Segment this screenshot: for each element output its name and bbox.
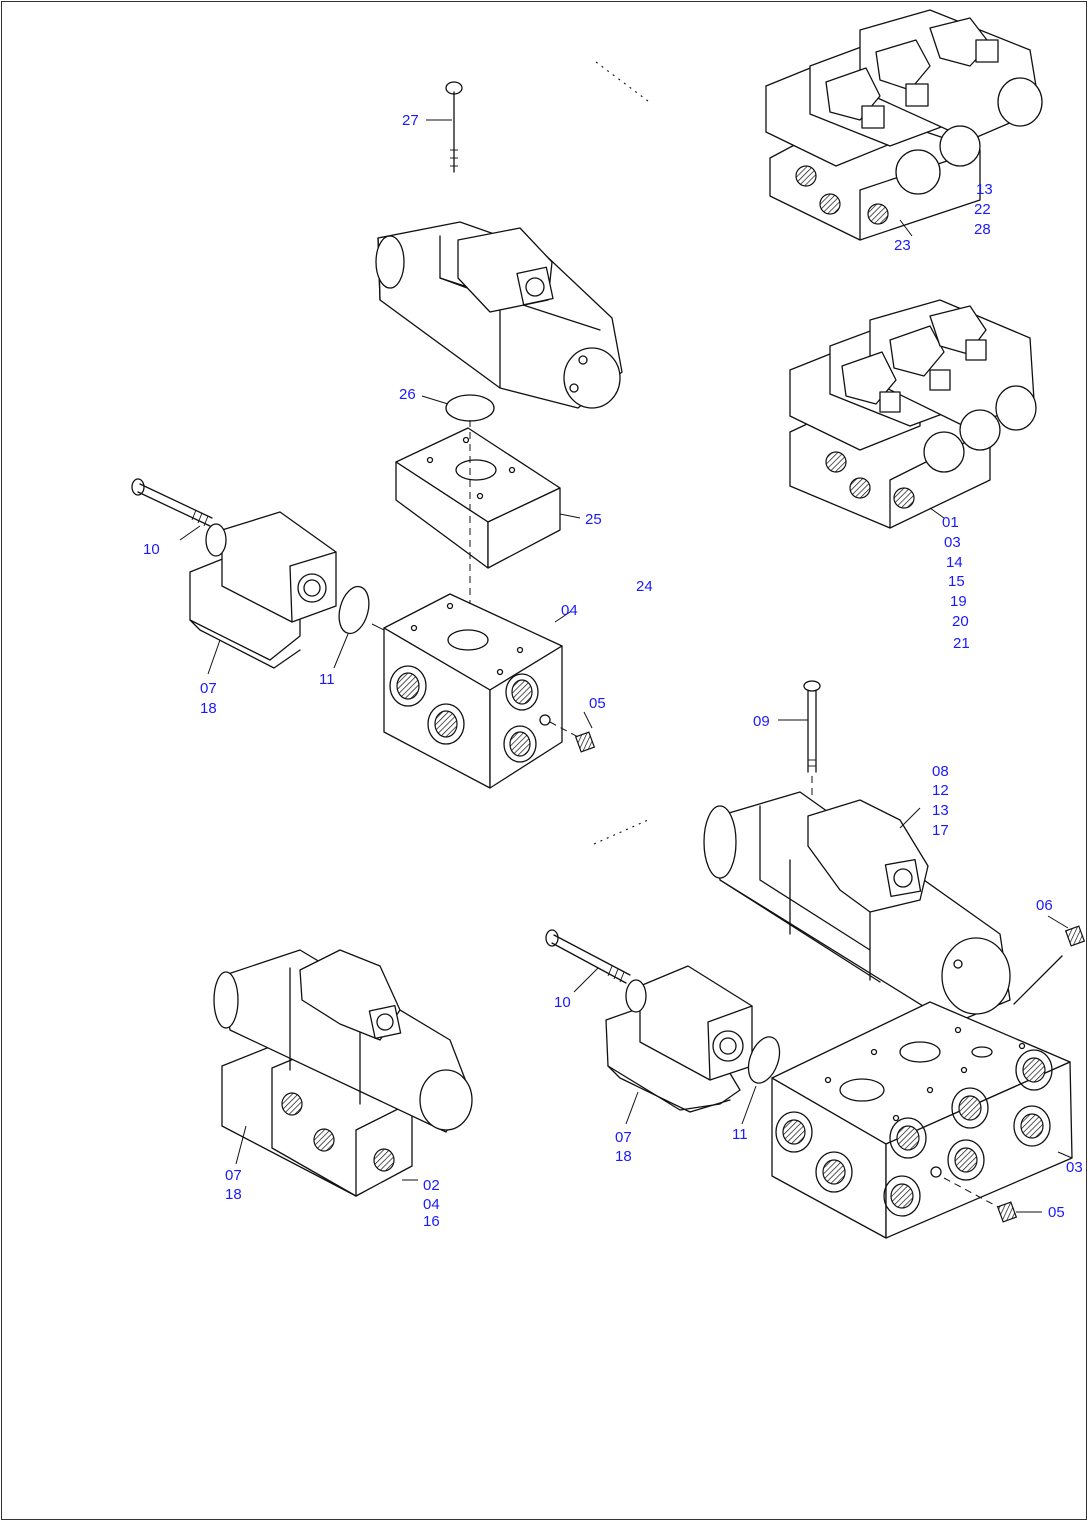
callout-06[interactable]: 06 <box>1036 897 1053 914</box>
callout-04[interactable]: 04 <box>561 602 578 619</box>
valve-assembly-top-right <box>765 9 1043 241</box>
bolt-10-right <box>545 929 631 984</box>
callout-07b[interactable]: 07 <box>615 1129 632 1146</box>
callout-25[interactable]: 25 <box>585 511 602 528</box>
callout-10[interactable]: 10 <box>143 541 160 558</box>
callout-12[interactable]: 12 <box>932 782 949 799</box>
callout-13a[interactable]: 13 <box>976 181 993 198</box>
callout-24[interactable]: 24 <box>636 578 653 595</box>
manifold-block-04 <box>383 593 563 789</box>
valve-assembly-mid-right <box>789 299 1037 529</box>
callout-14[interactable]: 14 <box>946 554 963 571</box>
bolt-10-left <box>131 478 213 527</box>
screw-27 <box>445 81 463 173</box>
callout-28[interactable]: 28 <box>974 221 991 238</box>
callout-18b[interactable]: 18 <box>615 1148 632 1165</box>
callout-26[interactable]: 26 <box>399 386 416 403</box>
callout-03a[interactable]: 03 <box>944 534 961 551</box>
callout-21[interactable]: 21 <box>953 635 970 652</box>
set-screw-06 <box>1013 925 1086 1005</box>
sandwich-plate-25 <box>395 427 561 569</box>
o-ring-26 <box>445 394 495 422</box>
callout-19[interactable]: 19 <box>950 593 967 610</box>
callout-05[interactable]: 05 <box>589 695 606 712</box>
valve-assembly-lower-left <box>213 949 473 1197</box>
manifold-block-03 <box>771 1001 1073 1239</box>
o-ring-11-right <box>747 1036 781 1084</box>
callout-07[interactable]: 07 <box>200 680 217 697</box>
callout-04b[interactable]: 04 <box>423 1196 440 1213</box>
callout-11[interactable]: 11 <box>319 671 335 688</box>
solenoid-valve-large <box>703 791 1011 1025</box>
plug-05-lower <box>943 1177 1018 1223</box>
pin-09 <box>803 680 821 773</box>
callout-09[interactable]: 09 <box>753 713 770 730</box>
leader-lines <box>179 119 1073 1213</box>
callout-10b[interactable]: 10 <box>554 994 571 1011</box>
plug-05-upper <box>549 721 596 753</box>
callout-20[interactable]: 20 <box>952 613 969 630</box>
o-ring-11-left <box>338 585 370 635</box>
callout-15[interactable]: 15 <box>948 573 965 590</box>
callout-labels: 27 26 25 24 10 11 07 18 04 05 09 08 12 1… <box>143 112 1083 1230</box>
callout-03b[interactable]: 03 <box>1066 1159 1083 1176</box>
pilot-coil-07-left <box>189 511 337 669</box>
callout-08[interactable]: 08 <box>932 763 949 780</box>
callout-11b[interactable]: 11 <box>732 1126 748 1143</box>
callout-18[interactable]: 18 <box>200 700 217 717</box>
callout-23[interactable]: 23 <box>894 237 911 254</box>
callout-16[interactable]: 16 <box>423 1213 440 1230</box>
callout-17[interactable]: 17 <box>932 822 949 839</box>
callout-27[interactable]: 27 <box>402 112 419 129</box>
callout-22[interactable]: 22 <box>974 201 991 218</box>
callout-07c[interactable]: 07 <box>225 1167 242 1184</box>
callout-05b[interactable]: 05 <box>1048 1204 1065 1221</box>
callout-01[interactable]: 01 <box>942 514 959 531</box>
solenoid-valve-upper <box>375 221 623 409</box>
callout-13[interactable]: 13 <box>932 802 949 819</box>
callout-02[interactable]: 02 <box>423 1177 440 1194</box>
pilot-coil-07-right <box>605 965 753 1113</box>
callout-18c[interactable]: 18 <box>225 1186 242 1203</box>
